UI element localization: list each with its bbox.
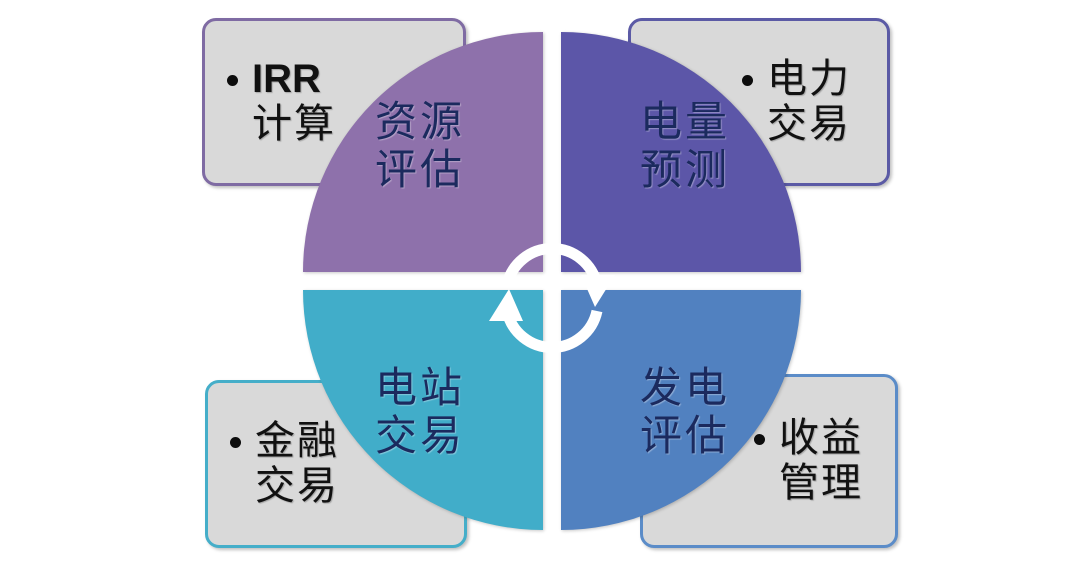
callout-text-block: 电力 交易 [767,56,851,147]
callout-line-1: 收益 [779,415,863,461]
quadrant-label: 电量 预测 [640,100,730,196]
bullet-icon [742,75,753,87]
quadrant-plant-trading[interactable]: 电站 交易 [303,290,543,530]
quadrant-line-2: 评估 [639,414,730,460]
callout-text-block: 收益 管理 [779,415,863,506]
callout-content: IRR 计算 [227,57,336,147]
quadrant-label: 电站 交易 [375,366,465,462]
bullet-icon [227,75,238,87]
callout-content: 电力 交易 [742,56,851,147]
quadrant-line-1: 电量 [639,100,730,147]
cycle-wheel: 资源 评估 电量 预测 电站 交易 发电 评估 [303,32,801,530]
quadrant-line-1: 资源 [374,100,465,147]
callout-content: 收益 管理 [754,415,863,506]
quadrant-label: 资源 评估 [375,100,465,196]
callout-line-1: IRR [252,57,321,102]
quadrant-resource-assessment[interactable]: 资源 评估 [303,32,543,272]
callout-line-1: 电力 [767,56,851,102]
callout-text-block: 金融 交易 [255,418,339,509]
quadrant-line-1: 发电 [639,366,730,413]
callout-line-2: 管理 [779,460,863,505]
callout-content: 金融 交易 [230,418,339,509]
quadrant-power-forecast[interactable]: 电量 预测 [561,32,801,272]
bullet-icon [230,437,241,449]
callout-line-2: 交易 [767,101,851,146]
callout-text-block: IRR 计算 [252,57,336,147]
quadrant-line-1: 电站 [374,366,465,413]
callout-line-2: 计算 [252,101,336,146]
quadrant-line-2: 预测 [639,148,730,194]
callout-line-1: 金融 [255,418,339,464]
quadrant-line-2: 交易 [374,414,465,460]
quadrant-label: 发电 评估 [640,366,730,462]
quadrant-line-2: 评估 [374,148,465,194]
quadrant-generation-assessment[interactable]: 发电 评估 [561,290,801,530]
callout-line-2: 交易 [255,463,339,508]
bullet-icon [754,434,765,446]
